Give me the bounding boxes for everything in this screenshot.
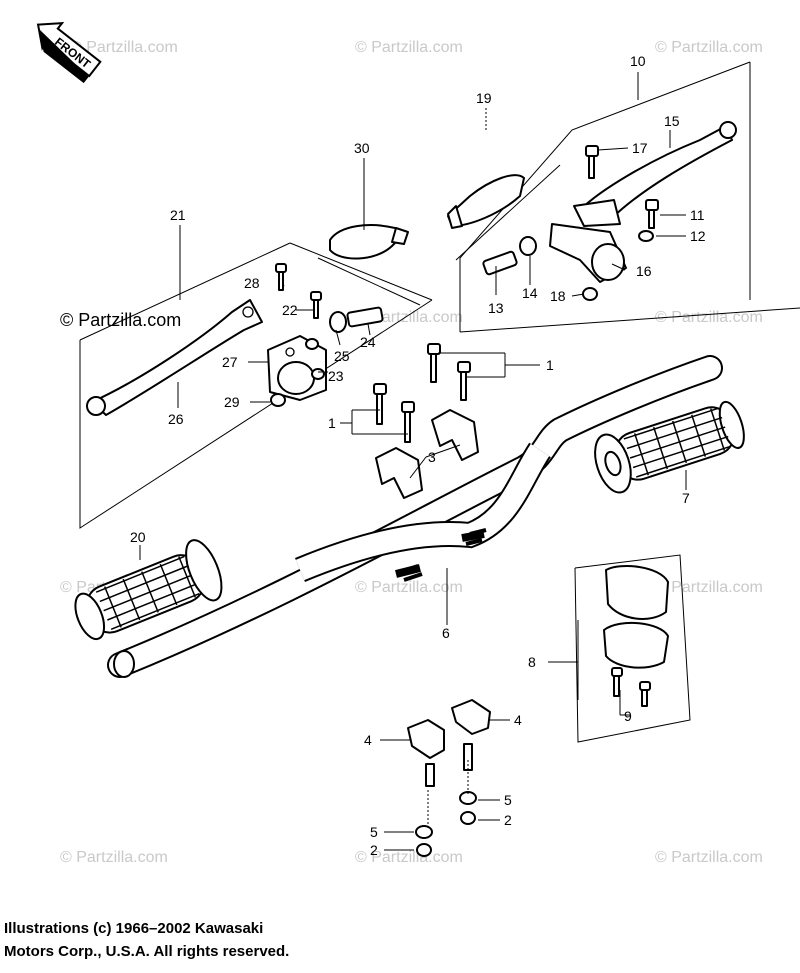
watermark: © Partzilla.com <box>60 849 168 866</box>
part-label-1: 1 <box>328 415 336 431</box>
throttle-housing <box>603 565 669 669</box>
part-label-5: 5 <box>504 792 512 808</box>
part-label-7: 7 <box>682 490 690 506</box>
watermark: © Partzilla.com <box>655 39 763 56</box>
leader-lines <box>139 72 687 851</box>
part-label-2: 2 <box>370 842 378 858</box>
watermark: © Partzilla.com <box>655 309 763 326</box>
part-label-17: 17 <box>632 140 648 156</box>
part-label-9: 9 <box>624 708 632 724</box>
part-label-28: 28 <box>244 275 260 291</box>
part-label-2: 2 <box>504 812 512 828</box>
left-lever <box>86 299 263 416</box>
part-label-4: 4 <box>364 732 372 748</box>
part-label-29: 29 <box>224 394 240 410</box>
left-lever-cover <box>329 224 409 260</box>
copyright-notice: Illustrations (c) 1966–2002 Kawasaki Mot… <box>4 917 464 963</box>
part-label-21: 21 <box>170 207 186 223</box>
part-label-6: 6 <box>442 625 450 641</box>
part-label-10: 10 <box>630 53 646 69</box>
part-label-26: 26 <box>168 411 184 427</box>
part-label-13: 13 <box>488 300 504 316</box>
copyright-line-2: Motors Corp., U.S.A. All rights reserved… <box>4 943 290 960</box>
front-arrow-icon: FRONT <box>36 21 102 84</box>
right-lever-holder <box>549 223 627 283</box>
part-label-19: 19 <box>476 90 492 106</box>
watermark: © Partzilla.com <box>355 39 463 56</box>
part-label-4: 4 <box>514 712 522 728</box>
part-label-16: 16 <box>636 263 652 279</box>
part-label-11: 11 <box>690 207 705 223</box>
adjusters <box>329 236 537 333</box>
watermark: © Partzilla.com <box>655 579 763 596</box>
part-label-18: 18 <box>550 288 566 304</box>
part-label-1: 1 <box>546 357 554 373</box>
handlebar-holders <box>407 699 491 759</box>
watermark: © Partzilla.com <box>355 849 463 866</box>
watermark: © Partzilla.com <box>655 849 763 866</box>
part-label-27: 27 <box>222 354 238 370</box>
part-label-24: 24 <box>360 334 376 350</box>
part-label-23: 23 <box>328 368 344 384</box>
part-label-14: 14 <box>522 285 538 301</box>
copyright-line-1: Illustrations (c) 1966–2002 Kawasaki <box>4 920 264 937</box>
handlebar <box>107 355 723 678</box>
part-label-15: 15 <box>664 113 680 129</box>
bolts <box>270 145 659 857</box>
part-label-8: 8 <box>528 654 536 670</box>
part-label-12: 12 <box>690 228 706 244</box>
watermark: © Partzilla.com <box>355 579 463 596</box>
part-labels: 10 19 30 21 15 17 11 12 16 13 14 18 28 2… <box>130 53 706 858</box>
part-label-25: 25 <box>334 348 350 364</box>
right-lever <box>573 121 737 227</box>
right-lever-cover <box>447 174 525 229</box>
handlebar-clamps <box>375 409 479 499</box>
left-grip <box>74 539 223 641</box>
right-grip <box>594 400 745 494</box>
part-label-3: 3 <box>428 449 436 465</box>
watermark: © Partzilla.com <box>60 310 181 330</box>
part-label-20: 20 <box>130 529 146 545</box>
group-frames <box>79 61 800 743</box>
part-label-5: 5 <box>370 824 378 840</box>
part-label-22: 22 <box>282 302 298 318</box>
part-label-30: 30 <box>354 140 370 156</box>
watermark: © Partzilla.com <box>70 39 178 56</box>
